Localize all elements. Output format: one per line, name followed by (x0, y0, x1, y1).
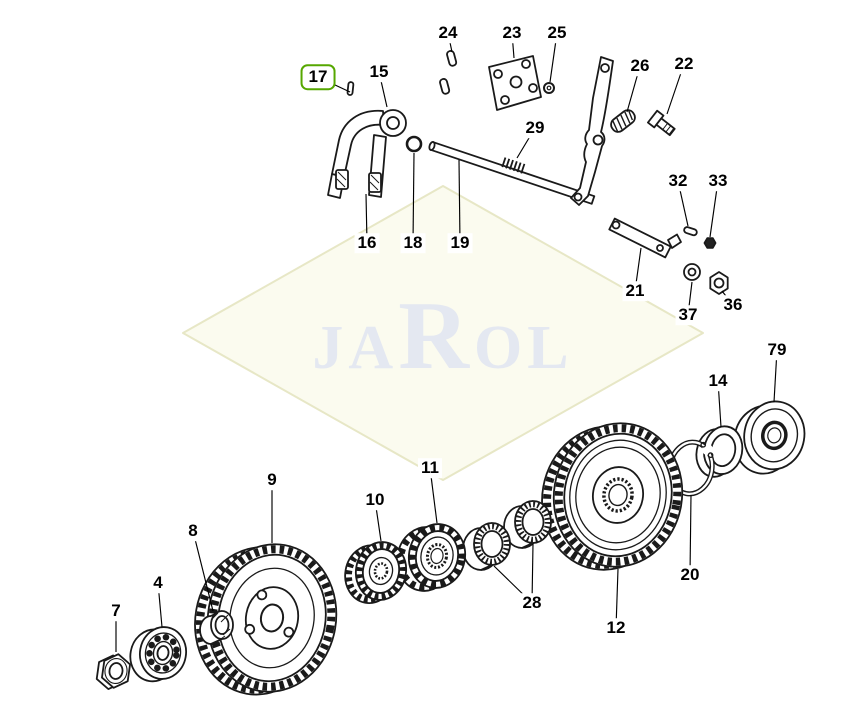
part-label-32[interactable]: 32 (665, 171, 691, 191)
needle-bearing-28a-drawing (462, 522, 511, 571)
part-label-33[interactable]: 33 (705, 171, 731, 191)
ring-25-drawing (543, 82, 555, 94)
part-label-20[interactable]: 20 (677, 565, 703, 585)
bolt-22-drawing (647, 109, 676, 137)
plate-23-drawing (488, 55, 542, 111)
part-label-37[interactable]: 37 (675, 305, 701, 325)
o-ring-18-drawing (405, 135, 423, 153)
washer-37-drawing (683, 263, 701, 281)
shift-rod-19-drawing (428, 141, 596, 205)
part-label-79[interactable]: 79 (764, 340, 790, 360)
gear-9-drawing (194, 543, 338, 696)
part-label-21[interactable]: 21 (622, 281, 648, 301)
spacer-8-drawing (199, 610, 234, 645)
part-label-4[interactable]: 4 (150, 573, 166, 593)
leader-line-20 (689, 494, 692, 576)
part-label-17[interactable]: 17 (300, 64, 336, 90)
shift-fork-15-drawing (327, 109, 407, 199)
pin-32-drawing (683, 226, 698, 237)
watermark-text: JAROL (312, 282, 573, 390)
bracket-21-drawing (608, 217, 682, 259)
leader-line-18 (412, 152, 415, 244)
part-label-11[interactable]: 11 (418, 458, 442, 478)
part-label-9[interactable]: 9 (264, 470, 280, 490)
part-label-24[interactable]: 24 (435, 23, 461, 43)
gear-12-drawing (541, 422, 684, 571)
nut-33-drawing (703, 237, 717, 249)
selector-lever-drawing (570, 56, 614, 206)
part-label-14[interactable]: 14 (705, 371, 731, 391)
part-label-8[interactable]: 8 (185, 521, 201, 541)
hub-11-drawing (396, 523, 467, 592)
part-label-18[interactable]: 18 (400, 233, 426, 253)
needle-bearing-28b-drawing (503, 500, 552, 549)
leader-line-8 (192, 530, 214, 612)
part-label-36[interactable]: 36 (720, 295, 746, 315)
part-label-10[interactable]: 10 (362, 490, 388, 510)
leader-line-28 (531, 543, 534, 604)
leader-line-12 (615, 568, 619, 629)
nut-7-drawing (95, 653, 131, 691)
part-label-29[interactable]: 29 (522, 118, 548, 138)
gear-10-drawing (344, 541, 408, 604)
part-label-26[interactable]: 26 (627, 56, 653, 76)
watermark: JAROL (182, 185, 704, 481)
fork-pads-16-drawing (335, 169, 382, 193)
part-label-15[interactable]: 15 (366, 62, 392, 82)
spring-26-drawing (610, 109, 636, 133)
leader-line-19 (458, 159, 461, 244)
part-label-28[interactable]: 28 (519, 593, 545, 613)
part-label-25[interactable]: 25 (544, 23, 570, 43)
nut-36-drawing (709, 271, 729, 295)
bearing-4-drawing (129, 626, 187, 683)
pins-24-drawing (439, 50, 458, 95)
part-label-12[interactable]: 12 (603, 618, 629, 638)
part-label-23[interactable]: 23 (499, 23, 525, 43)
part-label-16[interactable]: 16 (354, 233, 380, 253)
ring-14-drawing (695, 425, 744, 478)
part-label-7[interactable]: 7 (108, 601, 124, 621)
part-label-22[interactable]: 22 (671, 54, 697, 74)
part-label-19[interactable]: 19 (447, 233, 473, 253)
